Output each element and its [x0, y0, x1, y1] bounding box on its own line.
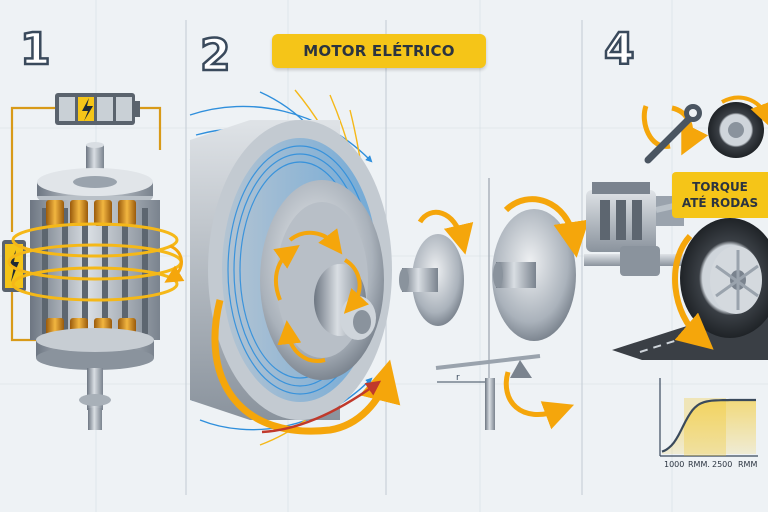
field-rotation-arrow: [164, 244, 185, 283]
torque-label-line-1: TORQUE: [692, 179, 748, 194]
battery-icon: [55, 93, 140, 125]
torque-sweep-arrow: [211, 299, 401, 435]
torque-curve-line: [661, 398, 756, 453]
panel-4-drivetrain: [584, 95, 768, 360]
torque-curve-fill: [662, 400, 756, 454]
lever-fulcrum: r: [435, 354, 575, 430]
panel-2-field: [189, 89, 401, 446]
title-banner: MOTOR ELÉTRICO: [272, 34, 486, 68]
panel-1-motor: [2, 93, 185, 430]
panel-number-2: 2: [199, 30, 232, 81]
rpm-torque-chart: [659, 378, 758, 457]
drive-wheel: [680, 218, 768, 338]
large-disc: [492, 196, 590, 341]
panel-number-4: 4: [603, 24, 636, 75]
rotor-rotation-arrows: [273, 228, 369, 363]
tire-icon: [708, 95, 768, 158]
wrench-icon: [641, 104, 709, 164]
torque-to-wheels-label: TORQUE ATÉ RODAS: [672, 172, 768, 218]
rpm-tick-label: RMM: [738, 460, 758, 469]
panel-number-1: 1: [19, 24, 52, 75]
rpm-tick-label: RMM.: [688, 460, 710, 469]
wheel-torque-arrow: [672, 233, 714, 350]
torque-label-line-2: ATÉ RODAS: [681, 196, 759, 210]
rpm-tick-label: 2500: [712, 460, 733, 469]
svg-text:r: r: [456, 373, 460, 383]
rpm-tick-label: 1000: [664, 460, 685, 469]
small-disc: [399, 209, 474, 326]
panel-3-torque-lever: r: [399, 178, 590, 430]
battery-wires: [10, 106, 162, 342]
